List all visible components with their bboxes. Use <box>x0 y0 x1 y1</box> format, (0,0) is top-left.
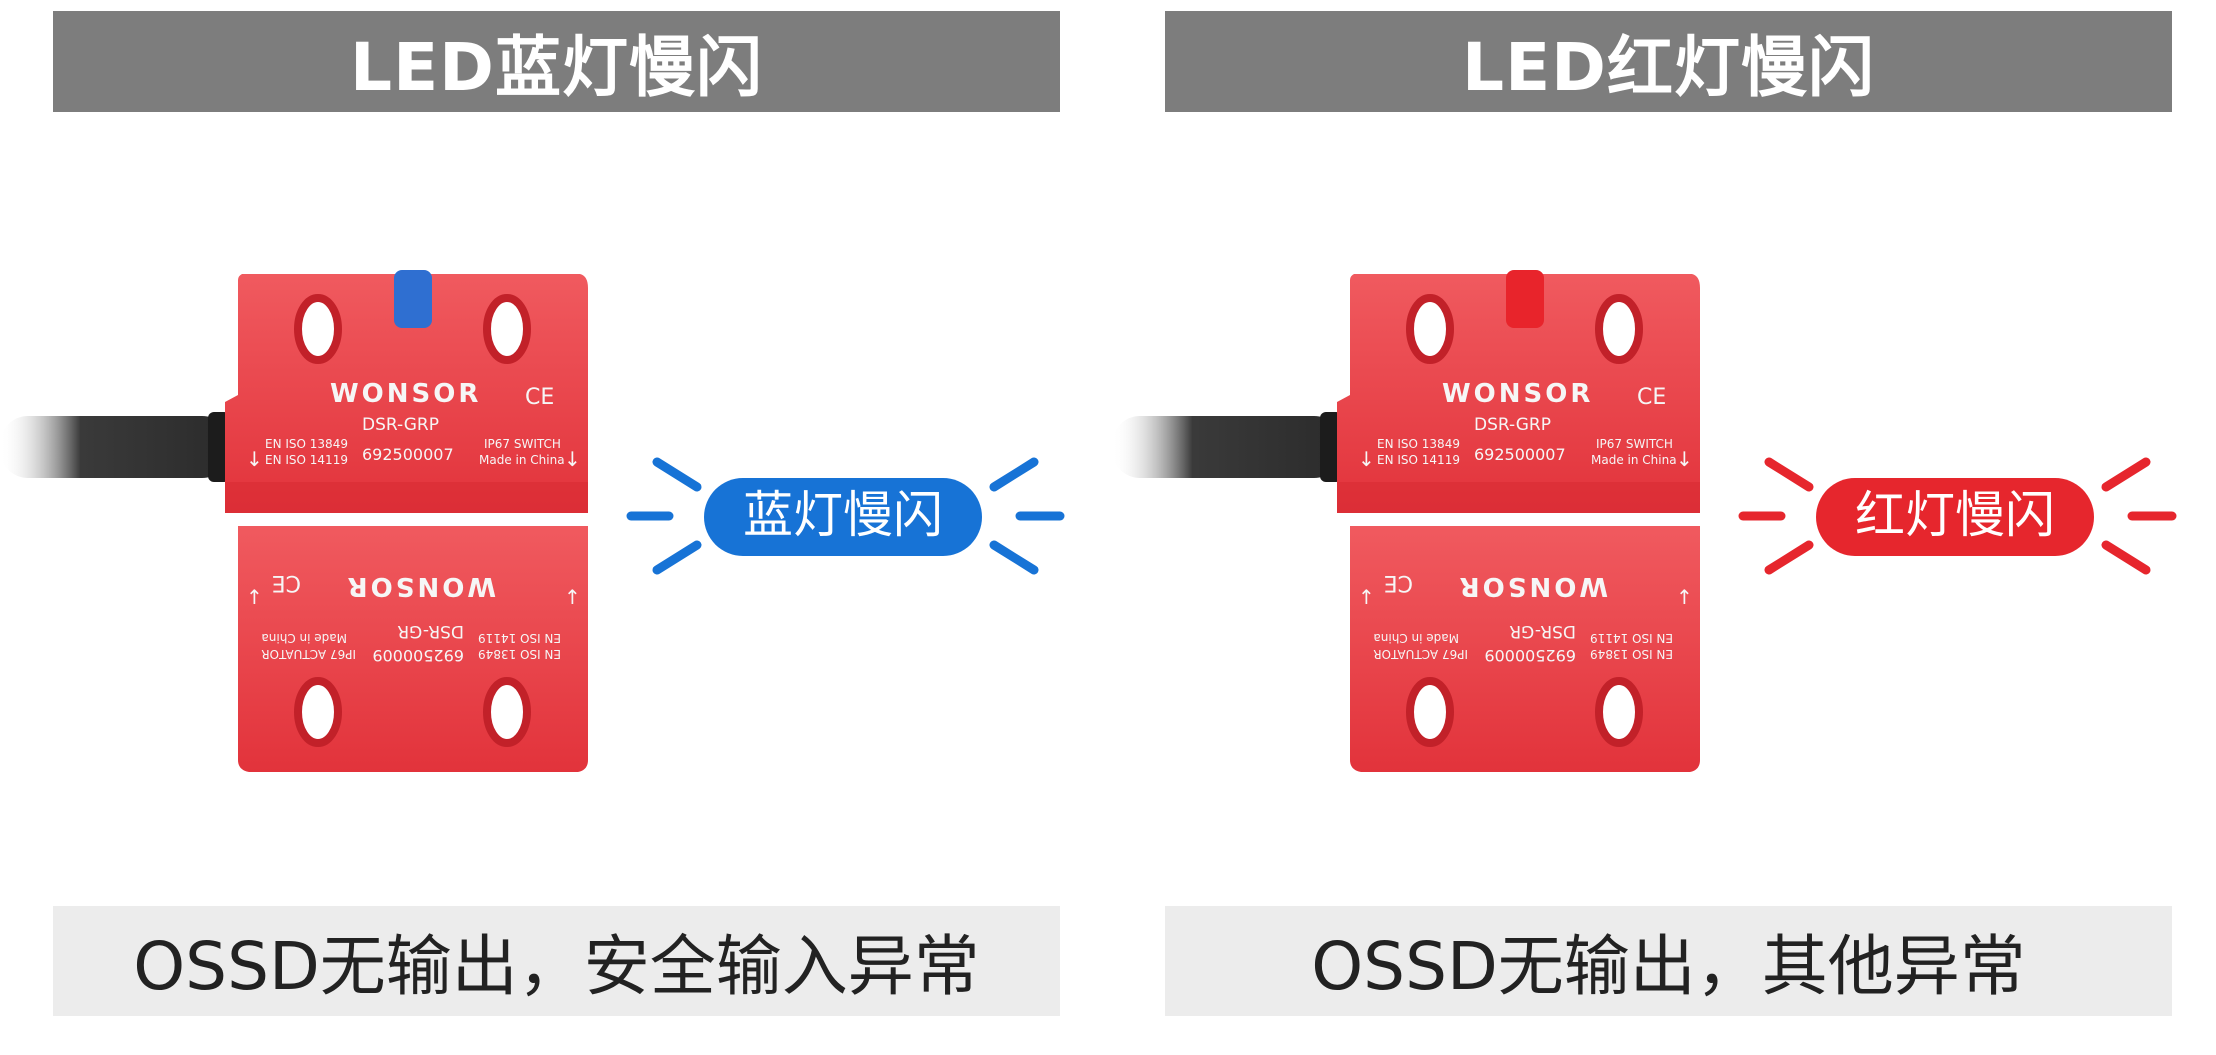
standard-label: EN ISO 13849 <box>1590 647 1673 661</box>
rating-label: IP67 SWITCH <box>484 437 561 451</box>
actuator-markings: WONSOR CE DSR-GR 692500009 EN ISO 13849 … <box>1373 570 1673 665</box>
sensor-illustration: WONSOR CE DSR-GRP 692500007 EN ISO 13849… <box>0 270 1065 772</box>
sensor-top-base <box>1337 482 1700 513</box>
flash-rays <box>1738 457 2177 575</box>
origin-label: Made in China <box>1591 453 1677 467</box>
origin-label: Made in China <box>1373 631 1459 645</box>
mount-hole <box>294 677 342 747</box>
ce-mark: CE <box>272 570 301 595</box>
ce-mark: CE <box>1637 385 1666 410</box>
arrow-down-icon: ↓ <box>564 447 581 471</box>
standard-label: EN ISO 14119 <box>1377 453 1460 467</box>
panel-title: LED红灯慢闪 <box>1165 11 2172 112</box>
panel-caption: OSSD无输出，其他异常 <box>1165 906 2172 1016</box>
mount-hole <box>1406 677 1454 747</box>
origin-label: Made in China <box>479 453 565 467</box>
panel-red-slow-flash: LED红灯慢闪 WONSOR CE D <box>1112 0 2177 1055</box>
brand-logo: WONSOR <box>1442 379 1593 409</box>
status-badge <box>704 478 982 556</box>
ce-mark: CE <box>525 385 554 410</box>
mount-hole <box>483 294 531 364</box>
status-badge <box>1816 478 2094 556</box>
panel-blue-slow-flash: LED蓝灯慢闪 <box>0 0 1065 1055</box>
code-label: 692500007 <box>362 445 454 464</box>
standard-label: EN ISO 13849 <box>478 647 561 661</box>
ce-mark: CE <box>1384 570 1413 595</box>
arrow-up-icon: ↑ <box>1358 585 1375 609</box>
origin-label: Made in China <box>261 631 347 645</box>
standard-label: EN ISO 14119 <box>478 631 561 645</box>
standard-label: EN ISO 14119 <box>265 453 348 467</box>
sensor-top-base <box>225 482 588 513</box>
sensor-scene: WONSOR CE DSR-GRP 692500007 EN ISO 13849… <box>1112 230 2216 800</box>
cable-gland <box>208 412 230 482</box>
cable-gland <box>1320 412 1342 482</box>
code-label: 692500007 <box>1474 445 1566 464</box>
standard-label: EN ISO 13849 <box>1377 437 1460 451</box>
standard-label: EN ISO 14119 <box>1590 631 1673 645</box>
status-badge-label: 蓝灯慢闪 <box>743 486 943 544</box>
mount-hole <box>1595 294 1643 364</box>
brand-logo: WONSOR <box>1457 571 1608 601</box>
mount-hole <box>294 294 342 364</box>
status-badge-label: 红灯慢闪 <box>1855 486 2055 544</box>
flash-rays <box>626 457 1065 575</box>
arrow-down-icon: ↓ <box>1358 447 1375 471</box>
panel-caption: OSSD无输出，安全输入异常 <box>53 906 1060 1016</box>
panel-title: LED蓝灯慢闪 <box>53 11 1060 112</box>
brand-logo: WONSOR <box>330 379 481 409</box>
brand-logo: WONSOR <box>345 571 496 601</box>
arrow-up-icon: ↑ <box>564 585 581 609</box>
mount-hole <box>1406 294 1454 364</box>
mount-hole <box>483 677 531 747</box>
rating-label: IP67 SWITCH <box>1596 437 1673 451</box>
led-indicator <box>1506 270 1544 328</box>
model-label: DSR-GRP <box>362 415 439 435</box>
arrow-down-icon: ↓ <box>1676 447 1693 471</box>
cable <box>1112 416 1342 478</box>
led-indicator <box>394 270 432 328</box>
mount-hole <box>1595 677 1643 747</box>
model-label: DSR-GR <box>1509 621 1576 641</box>
rating-label: IP67 ACTUATOR <box>261 647 356 661</box>
code-label: 692500009 <box>372 646 464 665</box>
arrow-up-icon: ↑ <box>246 585 263 609</box>
arrow-down-icon: ↓ <box>246 447 263 471</box>
sensor-scene: WONSOR CE DSR-GRP 692500007 EN ISO 13849… <box>0 230 1110 800</box>
model-label: DSR-GRP <box>1474 415 1551 435</box>
cable <box>0 416 230 478</box>
sensor-illustration: WONSOR CE DSR-GRP 692500007 EN ISO 13849… <box>1112 270 2177 772</box>
code-label: 692500009 <box>1484 646 1576 665</box>
model-label: DSR-GR <box>397 621 464 641</box>
actuator-markings: WONSOR CE DSR-GR 692500009 EN ISO 13849 … <box>261 570 561 665</box>
arrow-up-icon: ↑ <box>1676 585 1693 609</box>
rating-label: IP67 ACTUATOR <box>1373 647 1468 661</box>
standard-label: EN ISO 13849 <box>265 437 348 451</box>
